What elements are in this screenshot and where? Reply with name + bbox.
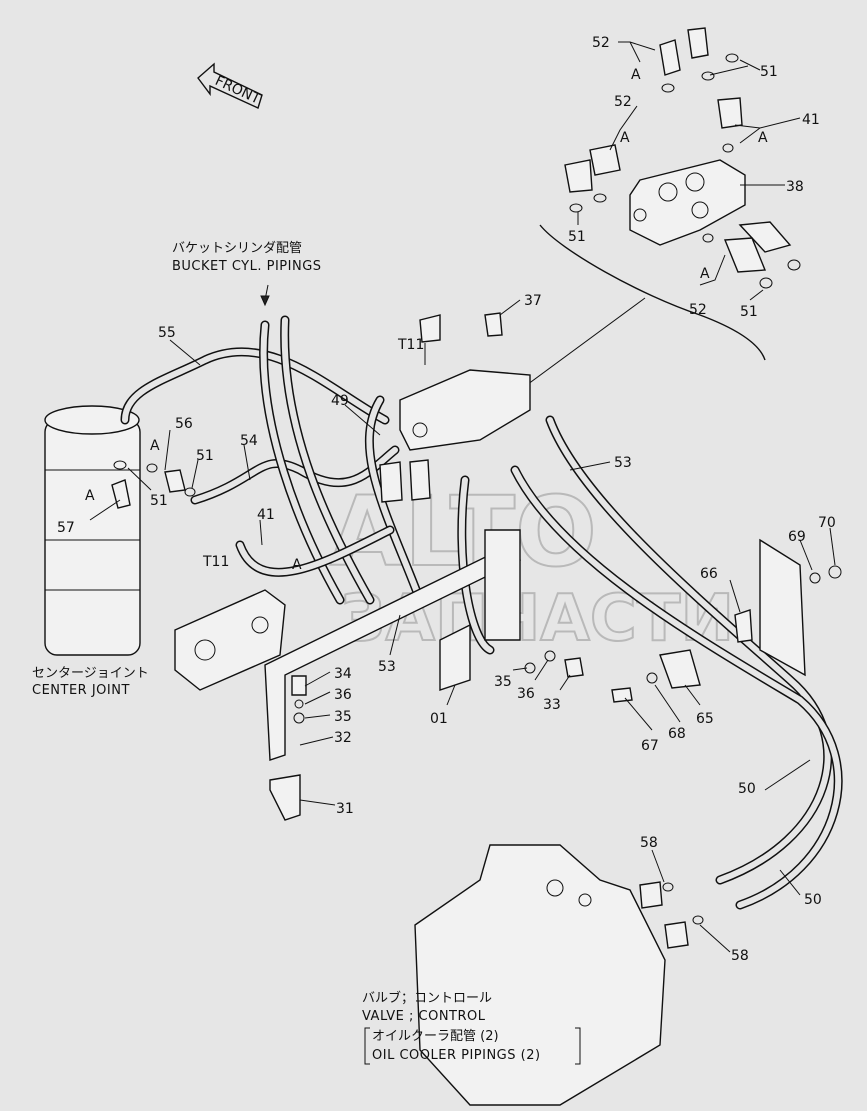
callout-51-left-mid: 51 xyxy=(196,448,214,464)
callout-labels: 52 51 52 41 38 51 52 51 37 T11 55 49 53 … xyxy=(57,35,836,964)
callout-35-left: 35 xyxy=(334,709,352,725)
caption-cooler-en: OIL COOLER PIPINGS (2) xyxy=(372,1048,541,1063)
caption-bucket-en: BUCKET CYL. PIPINGS xyxy=(172,259,322,274)
caption-center-jp: センタージョイント xyxy=(32,666,149,681)
callout-a-7: A xyxy=(292,557,302,573)
callout-51-top: 51 xyxy=(760,64,778,80)
callout-50-lower: 50 xyxy=(804,892,822,908)
callout-37: 37 xyxy=(524,293,542,309)
callout-34: 34 xyxy=(334,666,352,682)
callout-52-mid: 52 xyxy=(614,94,632,110)
detail-view xyxy=(519,27,801,391)
callout-41-mid: 41 xyxy=(257,507,275,523)
callout-57: 57 xyxy=(57,520,75,536)
callout-a-2: A xyxy=(620,130,630,146)
callout-69: 69 xyxy=(788,529,806,545)
callout-38: 38 xyxy=(786,179,804,195)
caption-cooler-jp: オイルクーラ配管 (2) xyxy=(372,1029,499,1044)
hoses xyxy=(120,315,843,910)
callout-32: 32 xyxy=(334,730,352,746)
callout-t11-top: T11 xyxy=(397,337,424,353)
caption-valve-jp: バルブ；コントロール xyxy=(362,990,492,1006)
leader-lines xyxy=(89,284,836,953)
callout-68: 68 xyxy=(668,726,686,742)
callout-31: 31 xyxy=(336,801,354,817)
callout-65: 65 xyxy=(696,711,714,727)
callout-53-right: 53 xyxy=(614,455,632,471)
callout-36-center: 36 xyxy=(517,686,535,702)
callout-t11-mid: T11 xyxy=(202,554,229,570)
callout-56: 56 xyxy=(175,416,193,432)
control-valve-assembly xyxy=(379,312,531,503)
caption-center-en: CENTER JOINT xyxy=(32,683,130,698)
callout-a-1: A xyxy=(631,67,641,83)
caption-valve-en: VALVE ; CONTROL xyxy=(362,1009,486,1024)
callout-58-lower: 58 xyxy=(731,948,749,964)
callout-35-center: 35 xyxy=(494,674,512,690)
callout-49: 49 xyxy=(331,393,349,409)
callout-01: 01 xyxy=(430,711,448,727)
callout-41-top: 41 xyxy=(802,112,820,128)
center-joint xyxy=(44,405,286,691)
callout-50-upper: 50 xyxy=(738,781,756,797)
callout-a-6: A xyxy=(85,488,95,504)
callout-67: 67 xyxy=(641,738,659,754)
front-label: FRONT xyxy=(212,73,263,108)
callout-51-bottom: 51 xyxy=(740,304,758,320)
callout-52-top: 52 xyxy=(592,35,610,51)
callout-58-upper: 58 xyxy=(640,835,658,851)
front-arrow: FRONT xyxy=(197,62,263,109)
brackets xyxy=(264,529,842,821)
caption-bucket-jp: バケットシリンダ配管 xyxy=(172,241,302,256)
valve-block-38 xyxy=(629,159,746,246)
captions: バケットシリンダ配管 BUCKET CYL. PIPINGS センタージョイント… xyxy=(32,241,581,1065)
callout-54: 54 xyxy=(240,433,258,449)
callout-51-left: 51 xyxy=(568,229,586,245)
callout-53-center: 53 xyxy=(378,659,396,675)
callout-66: 66 xyxy=(700,566,718,582)
callout-70: 70 xyxy=(818,515,836,531)
callout-a-4: A xyxy=(700,266,710,282)
callout-52-bottom: 52 xyxy=(689,302,707,318)
callout-55: 55 xyxy=(158,325,176,341)
main-valve-body xyxy=(414,844,704,1106)
callout-a-5: A xyxy=(150,438,160,454)
callout-51-center: 51 xyxy=(150,493,168,509)
callout-a-3: A xyxy=(758,130,768,146)
callout-33: 33 xyxy=(543,697,561,713)
callout-36-left: 36 xyxy=(334,687,352,703)
